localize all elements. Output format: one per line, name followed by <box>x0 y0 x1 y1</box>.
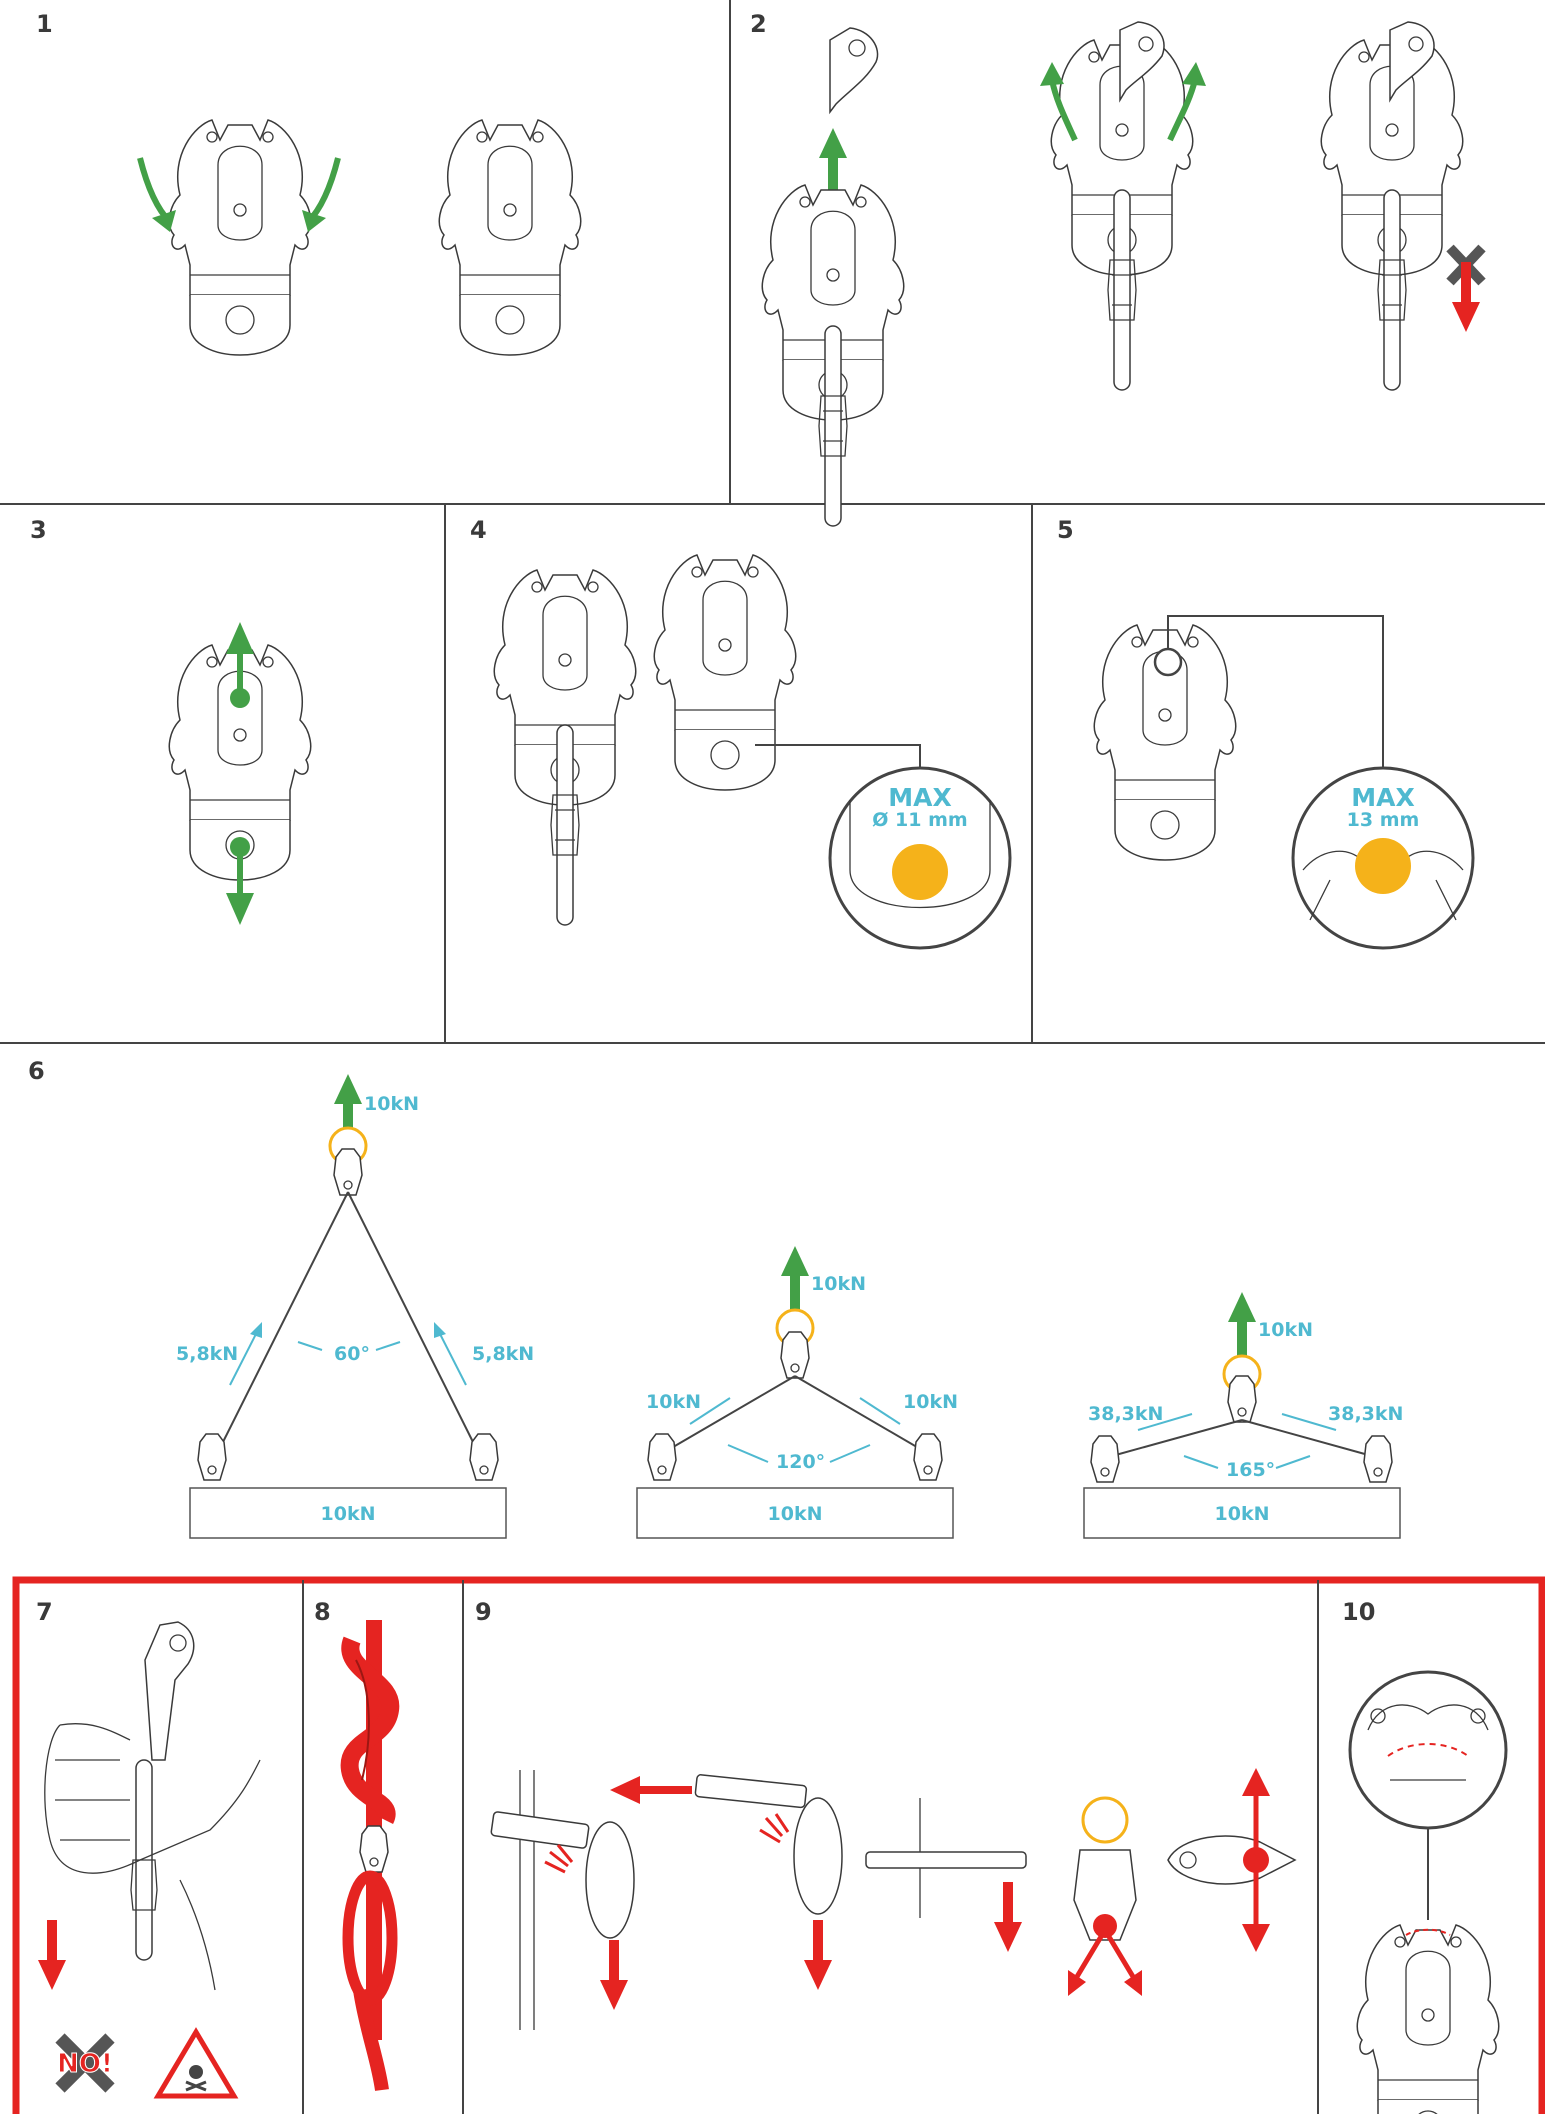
arrow-up-icon <box>819 128 847 198</box>
detail-circle <box>1350 1672 1506 1828</box>
force-left-label: 10kN <box>646 1391 701 1413</box>
arrow-left-red-icon <box>610 1776 692 1804</box>
force-top-label: 10kN <box>364 1093 419 1115</box>
rope-section-dot <box>892 844 948 900</box>
arrow-down-red-icon <box>38 1920 66 1990</box>
force-top-label: 10kN <box>1258 1319 1313 1341</box>
angle-label: 60° <box>334 1343 370 1365</box>
angle-label: 165° <box>1226 1459 1275 1481</box>
max-size-label: 13 mm <box>1347 809 1420 831</box>
step-number-2: 2 <box>750 10 767 38</box>
arrow-rotate-right-icon <box>308 158 338 222</box>
force-left-label: 38,3kN <box>1088 1403 1163 1425</box>
force-right-label: 10kN <box>903 1391 958 1413</box>
warning-frame <box>16 1580 1542 2114</box>
force-left-label: 5,8kN <box>176 1343 238 1365</box>
panel-9 <box>491 1768 1295 2030</box>
arrow-down-red-icon <box>600 1940 628 2010</box>
force-right-label: 38,3kN <box>1328 1403 1403 1425</box>
arrow-down-red-icon <box>1242 1924 1270 1952</box>
max-label: MAX <box>888 783 952 812</box>
step-number-6: 6 <box>28 1057 45 1085</box>
panel-8 <box>348 1620 392 2090</box>
step-number-7: 7 <box>36 1598 53 1626</box>
anchor-config-60: 10kN 5,8kN 5,8kN 60° 10kN <box>176 1074 534 1538</box>
max-label: MAX <box>1351 783 1415 812</box>
arrow-rotate-left-icon <box>140 158 170 222</box>
load-label: 10kN <box>321 1503 376 1525</box>
anchor-config-165: 10kN 38,3kN 38,3kN 165° 10kN <box>1084 1292 1403 1538</box>
arrow-up-icon <box>226 622 254 654</box>
danger-warning-icon <box>158 2032 234 2096</box>
force-top-label: 10kN <box>811 1273 866 1295</box>
load-label: 10kN <box>768 1503 823 1525</box>
load-label: 10kN <box>1215 1503 1270 1525</box>
force-right-label: 5,8kN <box>472 1343 534 1365</box>
rope-section-dot <box>1355 838 1411 894</box>
angle-label: 120° <box>776 1451 825 1473</box>
device-illustration <box>169 120 310 355</box>
step-number-10: 10 <box>1342 1598 1375 1626</box>
anchor-config-120: 10kN 10kN 10kN 120° 10kN <box>637 1246 958 1538</box>
panel-1 <box>140 120 581 355</box>
max-diameter-label: Ø 11 mm <box>872 809 967 831</box>
device-illustration-open <box>439 120 580 355</box>
panel-10 <box>1350 1672 1506 2114</box>
panel-2 <box>762 22 1482 526</box>
panel-6: 10kN 5,8kN 5,8kN 60° 10kN 10kN <box>176 1074 1403 1538</box>
panel-4: MAX Ø 11 mm <box>494 555 1010 948</box>
arrow-down-red-icon <box>804 1920 832 1990</box>
step-number-9: 9 <box>475 1598 492 1626</box>
step-number-1: 1 <box>36 10 53 38</box>
panel-3 <box>169 622 310 925</box>
panel-5: MAX 13 mm <box>1094 616 1473 948</box>
rope-knot <box>350 1640 391 1820</box>
arrow-down-icon <box>226 893 254 925</box>
arrow-down-red-icon <box>994 1882 1022 1952</box>
step-number-3: 3 <box>30 516 47 544</box>
arrow-up-red-icon <box>1242 1768 1270 1796</box>
step-number-4: 4 <box>470 516 487 544</box>
no-badge: NO! <box>57 2038 113 2088</box>
step-number-5: 5 <box>1057 516 1074 544</box>
step-number-8: 8 <box>314 1598 331 1626</box>
panel-7: NO! <box>38 1622 260 2096</box>
no-label: NO! <box>57 2049 113 2079</box>
